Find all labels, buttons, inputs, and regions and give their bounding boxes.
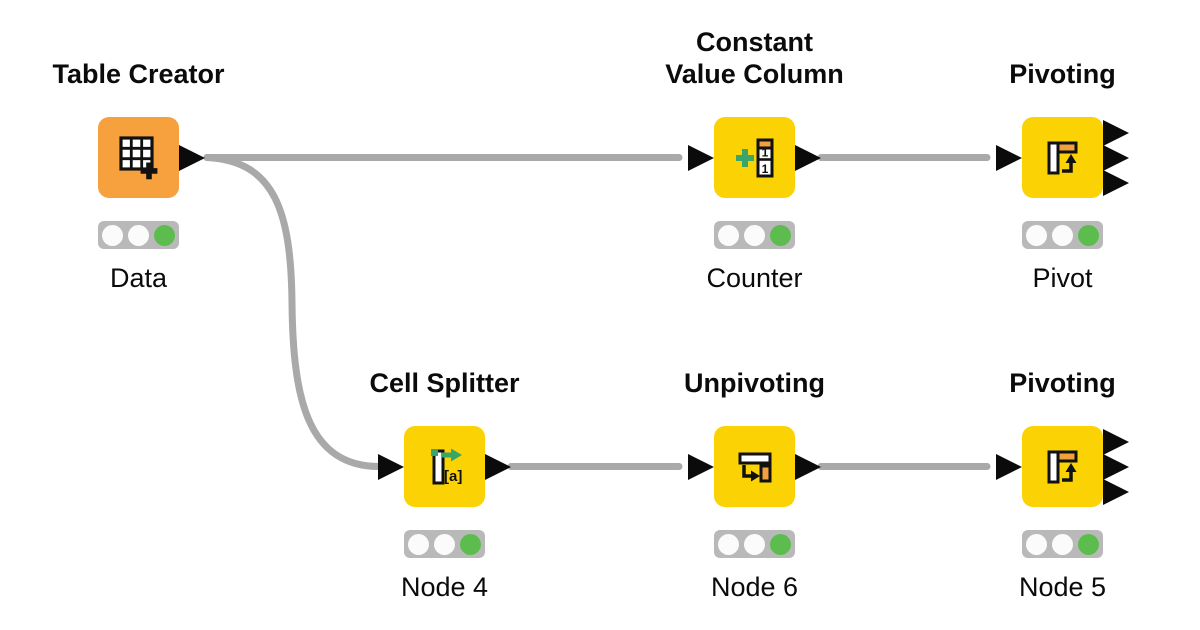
status-light-yellow bbox=[128, 224, 149, 246]
unpivoting-icon bbox=[738, 452, 771, 482]
status-traffic-light bbox=[98, 221, 179, 249]
status-light-yellow bbox=[1052, 533, 1073, 555]
status-traffic-light bbox=[1022, 221, 1103, 249]
status-light-yellow bbox=[434, 533, 455, 555]
node-cell-splitter: Cell Splitter [a] Node 4 bbox=[369, 368, 519, 602]
node-title-unpivoting: Unpivoting bbox=[585, 367, 925, 399]
node-annotation[interactable]: Node 5 bbox=[1018, 572, 1107, 602]
node-title-line: Cell Splitter bbox=[369, 368, 520, 398]
node-title-cell-splitter: Cell Splitter bbox=[275, 367, 615, 399]
node-title-pivoting-bottom: Pivoting bbox=[893, 367, 1200, 399]
node-title-line: Unpivoting bbox=[684, 368, 825, 398]
node-unpivoting: Unpivoting Node 6 bbox=[684, 368, 825, 602]
output-port-3[interactable] bbox=[1103, 169, 1129, 196]
node-body-table-creator[interactable] bbox=[98, 117, 179, 198]
status-light-green bbox=[770, 533, 791, 555]
output-port-2[interactable] bbox=[1103, 453, 1129, 480]
node-title-line: Constant bbox=[696, 27, 813, 57]
node-body-cell-splitter[interactable]: [a] bbox=[404, 426, 485, 507]
output-port-1[interactable] bbox=[1103, 428, 1129, 455]
status-light-yellow bbox=[744, 533, 765, 555]
status-light-red bbox=[1026, 533, 1047, 555]
output-port[interactable] bbox=[485, 453, 511, 480]
input-port[interactable] bbox=[996, 144, 1022, 171]
output-port-3[interactable] bbox=[1103, 478, 1129, 505]
pivoting-icon bbox=[1047, 450, 1077, 483]
output-port[interactable] bbox=[795, 453, 821, 480]
status-light-red bbox=[102, 224, 123, 246]
status-light-green bbox=[154, 224, 175, 246]
status-traffic-light bbox=[1022, 530, 1103, 558]
node-annotation[interactable]: Data bbox=[109, 263, 168, 293]
node-annotation[interactable]: Counter bbox=[706, 263, 803, 293]
status-light-green bbox=[770, 224, 791, 246]
status-light-red bbox=[1026, 224, 1047, 246]
node-constant-value-column: Constant Value Column 1 1 Counter bbox=[665, 27, 844, 293]
node-annotation[interactable]: Node 6 bbox=[710, 572, 799, 602]
output-port-1[interactable] bbox=[1103, 119, 1129, 146]
input-port[interactable] bbox=[688, 144, 714, 171]
status-light-red bbox=[718, 533, 739, 555]
node-annotation[interactable]: Node 4 bbox=[400, 572, 489, 602]
icon-digit: 1 bbox=[761, 162, 768, 176]
icon-digit: 1 bbox=[761, 145, 768, 159]
icon-bracket-a: [a] bbox=[444, 468, 462, 485]
connection-table-creator-to-cell-splitter[interactable] bbox=[203, 154, 383, 470]
status-traffic-light bbox=[714, 530, 795, 558]
node-body-unpivoting[interactable] bbox=[714, 426, 795, 507]
input-port[interactable] bbox=[996, 453, 1022, 480]
input-port[interactable] bbox=[688, 453, 714, 480]
status-light-green bbox=[460, 533, 481, 555]
node-title-line: Table Creator bbox=[52, 59, 225, 89]
status-traffic-light bbox=[714, 221, 795, 249]
node-pivoting-top: Pivoting Pivot bbox=[996, 59, 1129, 293]
constant-value-column-icon: 1 1 bbox=[735, 138, 773, 177]
status-light-green bbox=[1078, 533, 1099, 555]
node-table-creator: Table Creator Data bbox=[52, 59, 224, 293]
pivoting-icon bbox=[1047, 141, 1077, 174]
status-traffic-light bbox=[404, 530, 485, 558]
output-port[interactable] bbox=[795, 144, 821, 171]
output-port-2[interactable] bbox=[1103, 144, 1129, 171]
node-title-line: Pivoting bbox=[1009, 368, 1116, 398]
node-pivoting-bottom: Pivoting Node 5 bbox=[996, 368, 1129, 602]
node-title-line: Pivoting bbox=[1009, 59, 1116, 89]
status-light-yellow bbox=[1052, 224, 1073, 246]
node-body-constant-value-column[interactable]: 1 1 bbox=[714, 117, 795, 198]
node-title-table-creator: Table Creator bbox=[0, 58, 309, 90]
status-light-green bbox=[1078, 224, 1099, 246]
table-creator-icon bbox=[118, 135, 157, 179]
node-body-pivoting-top[interactable] bbox=[1022, 117, 1103, 198]
node-title-constant-value-column: Constant Value Column bbox=[585, 26, 925, 90]
output-port[interactable] bbox=[179, 144, 205, 171]
status-light-yellow bbox=[744, 224, 765, 246]
input-port[interactable] bbox=[378, 453, 404, 480]
status-light-red bbox=[408, 533, 429, 555]
node-annotation[interactable]: Pivot bbox=[1032, 263, 1093, 293]
node-title-pivoting-top: Pivoting bbox=[893, 58, 1200, 90]
status-light-red bbox=[718, 224, 739, 246]
cell-splitter-icon: [a] bbox=[430, 448, 462, 485]
node-body-pivoting-bottom[interactable] bbox=[1022, 426, 1103, 507]
node-title-line: Value Column bbox=[665, 59, 844, 89]
